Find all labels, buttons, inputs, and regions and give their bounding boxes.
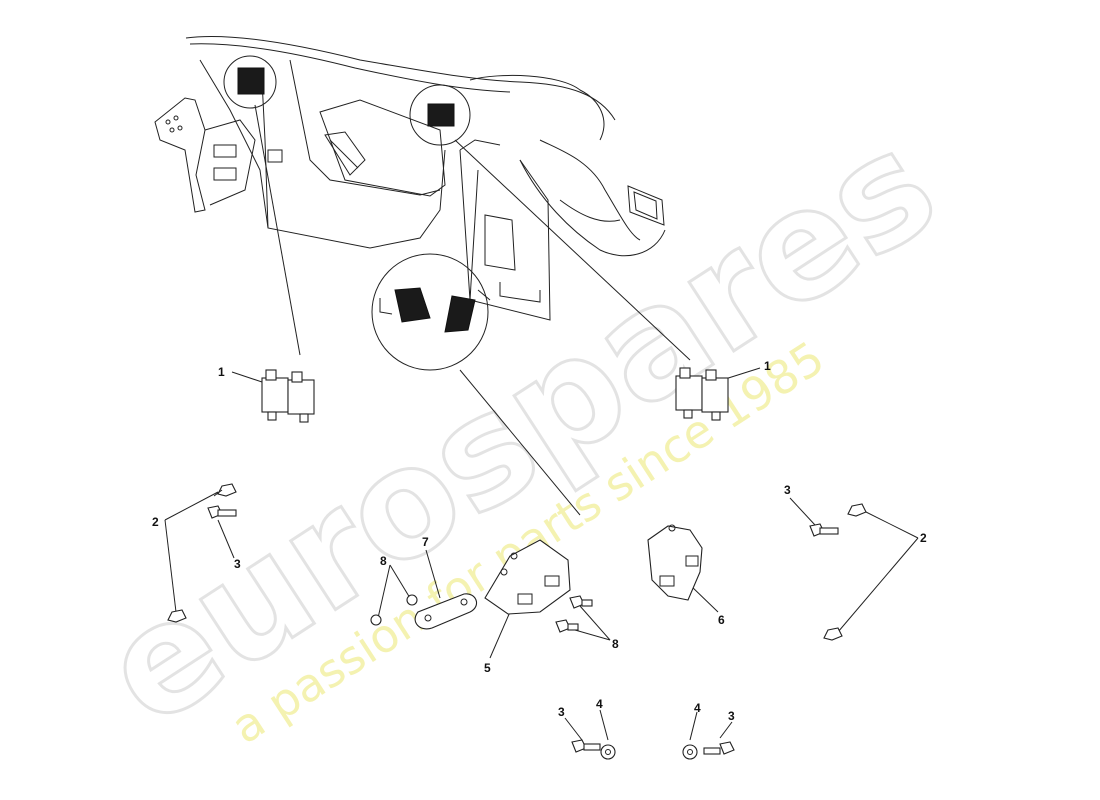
part-2-bolt-left-bottom[interactable] bbox=[167, 609, 187, 623]
part-8-nut-left-a[interactable] bbox=[370, 614, 382, 626]
callouts: 1 1 2 3 8 7 5 8 6 3 2 3 4 4 3 bbox=[152, 359, 927, 723]
callout-3-left: 3 bbox=[234, 557, 241, 571]
part-4-washer-bottom-left[interactable] bbox=[600, 744, 616, 760]
part-1-relay-right[interactable] bbox=[675, 367, 729, 421]
detail-magnifier-topcenter bbox=[409, 84, 471, 146]
callout-2-right: 2 bbox=[920, 531, 927, 545]
callout-3-right: 3 bbox=[784, 483, 791, 497]
part-7-link-plate[interactable] bbox=[414, 593, 478, 630]
callout-7: 7 bbox=[422, 535, 429, 549]
callout-3-bottom-right: 3 bbox=[728, 709, 735, 723]
part-2-bolt-right-bottom[interactable] bbox=[823, 627, 843, 641]
callout-4-bottom-left: 4 bbox=[596, 697, 603, 711]
callout-8-left: 8 bbox=[380, 554, 387, 568]
part-4-washer-bottom-right[interactable] bbox=[682, 744, 698, 760]
callout-4-bottom-right: 4 bbox=[694, 701, 701, 715]
detail-magnifier-center bbox=[371, 253, 491, 371]
part-6-bracket[interactable] bbox=[647, 524, 703, 601]
dashboard-assembly bbox=[154, 36, 666, 321]
part-8-nut-left-b[interactable] bbox=[406, 594, 418, 606]
part-8-bolt-right-b[interactable] bbox=[555, 619, 579, 633]
part-1-relay-left[interactable] bbox=[261, 369, 315, 423]
part-2-bolt-right-top[interactable] bbox=[847, 503, 867, 517]
callout-1-right: 1 bbox=[764, 359, 771, 373]
callout-1-left: 1 bbox=[218, 365, 225, 379]
callout-2-left: 2 bbox=[152, 515, 159, 529]
part-5-bracket[interactable] bbox=[484, 539, 571, 615]
part-3-screw-bottom-left[interactable] bbox=[571, 739, 601, 753]
callout-6: 6 bbox=[718, 613, 725, 627]
part-3-screw-left[interactable] bbox=[207, 505, 237, 519]
part-3-screw-right[interactable] bbox=[809, 523, 839, 537]
leader-lines bbox=[164, 104, 919, 741]
part-8-bolt-right-a[interactable] bbox=[569, 595, 593, 609]
watermark-brand: eurospares bbox=[75, 98, 965, 760]
callout-8-right: 8 bbox=[612, 637, 619, 651]
detail-magnifier-topleft bbox=[223, 55, 277, 109]
callout-5: 5 bbox=[484, 661, 491, 675]
part-2-bolt-left-top[interactable] bbox=[213, 483, 237, 497]
part-3-screw-bottom-right[interactable] bbox=[703, 741, 735, 755]
watermark: eurospares a passion for parts since 198… bbox=[73, 96, 966, 761]
callout-3-bottom-left: 3 bbox=[558, 705, 565, 719]
